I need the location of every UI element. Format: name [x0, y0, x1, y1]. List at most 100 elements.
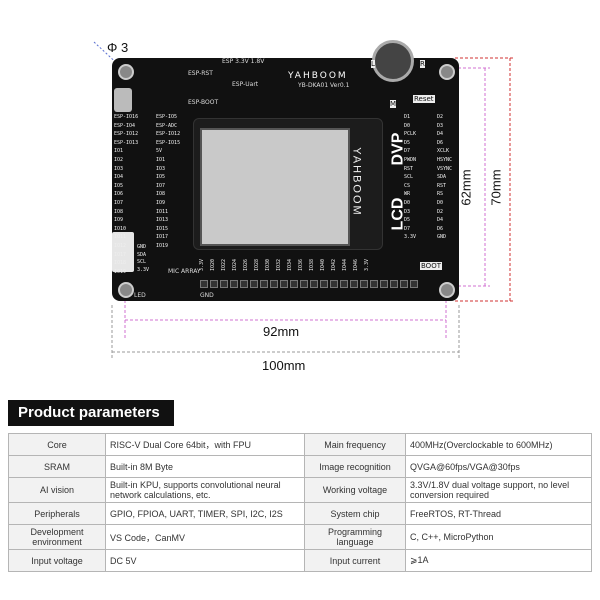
header-pin	[350, 280, 358, 288]
table-cell: Peripherals	[8, 502, 106, 525]
header-pin	[290, 280, 298, 288]
pin-label: CS	[404, 182, 411, 189]
header-pin	[360, 280, 368, 288]
pin-label: D7	[404, 225, 411, 232]
pin-label: RST	[437, 182, 447, 189]
esp-rst-text: ESP-RST	[188, 70, 213, 77]
pin-label: IO32	[276, 258, 283, 272]
table-cell: AI vision	[8, 477, 106, 503]
pin-label: IO12	[114, 243, 127, 249]
brand-text: YAHBOOM	[288, 71, 348, 81]
header-pin	[210, 280, 218, 288]
pin-label: ESP-IO15	[156, 139, 181, 146]
table-cell: 3.3V/1.8V dual voltage support, no level…	[405, 477, 592, 503]
pin-label: IO8	[114, 208, 124, 215]
pin-label: IO7	[114, 200, 124, 206]
pin-label: D5	[404, 217, 411, 224]
reset-text: Reset	[413, 95, 435, 103]
letter-m: M	[390, 100, 397, 108]
table-cell: SRAM	[8, 455, 106, 478]
pin-label: IO40	[320, 258, 327, 272]
pin-label: RST	[404, 165, 414, 172]
table-cell: Built-in KPU, supports convolutional neu…	[105, 477, 305, 503]
pin-label: SDA	[137, 251, 147, 258]
pin-label: IO19	[156, 243, 169, 249]
header-pin	[330, 280, 338, 288]
pin-label: PWDN	[404, 157, 417, 163]
pin-label: IO9	[114, 217, 124, 224]
pin-label: 3.3V	[404, 234, 417, 241]
mount-hole-br	[439, 282, 455, 298]
table-cell: RISC-V Dual Core 64bit，with FPU	[105, 433, 305, 456]
gnd-text: GND	[200, 292, 214, 299]
table-cell: Main frequency	[304, 433, 406, 456]
width-inner-label: 92mm	[263, 324, 300, 339]
pin-label: SCL	[137, 259, 147, 265]
coin-battery	[372, 40, 414, 82]
pin-label: D4	[437, 131, 444, 138]
header-pin	[410, 280, 418, 288]
pin-label: IO44	[342, 258, 349, 272]
header-pin	[320, 280, 328, 288]
lcd-screen	[200, 128, 350, 246]
pin-label: IO5	[114, 182, 124, 189]
header-pin	[200, 280, 208, 288]
led-text: LED	[134, 292, 146, 299]
esp-uart-text: ESP-Uart	[232, 81, 259, 88]
pin-label: IO4	[114, 174, 124, 181]
pin-label: IO19	[114, 268, 127, 275]
pin-label: IO20	[210, 258, 217, 272]
pin-label: IO6	[114, 191, 124, 198]
pin-label: D7	[404, 148, 411, 155]
letter-l: L	[371, 60, 375, 68]
pin-label: D3	[437, 122, 444, 129]
header-pin	[380, 280, 388, 288]
header-pin	[340, 280, 348, 288]
table-cell: Programming language	[304, 524, 406, 550]
pin-label: D2	[437, 114, 444, 120]
pin-label: D4	[437, 217, 444, 224]
pin-label: IO5	[156, 174, 166, 181]
pin-label: IO1	[156, 157, 166, 163]
params-title: Product parameters	[8, 400, 174, 426]
table-cell: Input current	[304, 549, 406, 572]
pin-label: WR	[404, 191, 411, 198]
pin-label: ESP-IO12	[156, 131, 181, 138]
boot-text: BOOT	[420, 262, 442, 270]
pin-label: PCLK	[404, 131, 417, 138]
pin-label: ESP-ADC	[156, 122, 178, 129]
pin-label: GND	[437, 234, 447, 241]
mic-array-text: MIC ARRAY	[168, 268, 201, 275]
pin-label: IO8	[156, 191, 166, 198]
pin-label: ESP-IO16	[114, 114, 139, 120]
pin-label: 5V	[156, 148, 163, 155]
pin-label: RS	[437, 191, 444, 198]
pin-label: ESP-IO4	[114, 122, 136, 129]
header-pin	[220, 280, 228, 288]
pin-label: IO13	[156, 217, 169, 224]
table-cell: Built-in 8M Byte	[105, 455, 305, 478]
pin-label: D2	[437, 208, 444, 215]
table-cell: DC 5V	[105, 549, 305, 572]
table-cell: C, C++, MicroPython	[405, 524, 592, 550]
lcd-brand-text: YAHBOOM	[350, 147, 363, 217]
pin-label: IO7	[156, 182, 166, 189]
header-pin	[250, 280, 258, 288]
header-pin	[260, 280, 268, 288]
side-connector	[112, 232, 134, 272]
table-cell: Core	[8, 433, 106, 456]
table-cell: GPIO, FPIOA, UART, TIMER, SPI, I2C, I2S	[105, 502, 305, 525]
width-outer-label: 100mm	[262, 358, 306, 373]
pin-label: IO24	[232, 258, 239, 272]
table-cell: VS Code，CanMV	[105, 524, 305, 550]
pin-label: ESP-IO12	[114, 131, 139, 138]
pin-label: IO18	[114, 260, 127, 267]
table-cell: System chip	[304, 502, 406, 525]
pin-label: IO46	[353, 258, 360, 272]
header-pin	[370, 280, 378, 288]
